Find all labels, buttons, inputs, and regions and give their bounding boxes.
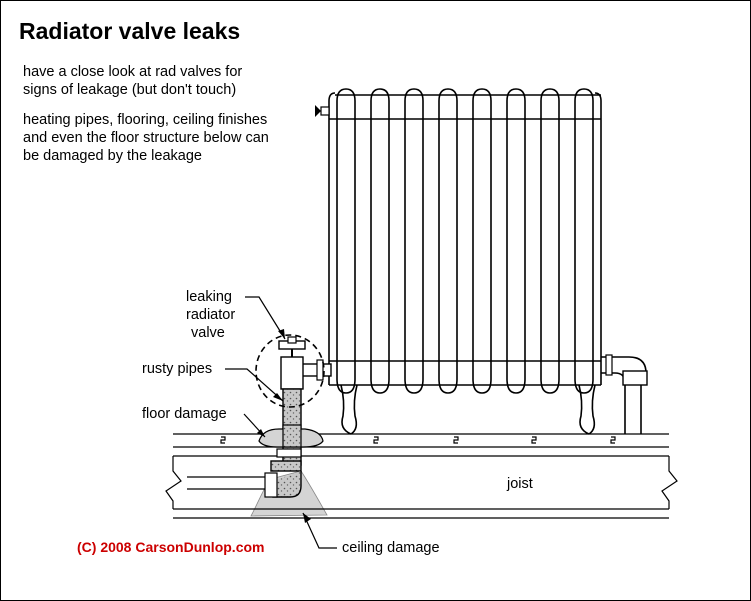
ceiling-damage-leader xyxy=(302,512,337,549)
ceiling-damage-label: ceiling damage xyxy=(342,540,440,556)
valve-highlight-circle xyxy=(255,334,325,408)
svg-text:leaking: leaking xyxy=(186,289,232,305)
diagram-title: Radiator valve leaks xyxy=(19,18,240,44)
radiator-columns xyxy=(336,88,594,394)
leaking-valve-leader xyxy=(245,296,286,340)
bleed-valve xyxy=(315,105,330,117)
radiator xyxy=(315,88,602,435)
intro-line-1: have a close look at rad valves for xyxy=(23,64,242,80)
floor-structure xyxy=(173,433,669,457)
leaking-valve-label: leaking radiator valve xyxy=(186,289,235,341)
floor-damage-label: floor damage xyxy=(142,406,227,422)
intro-line-3: heating pipes, flooring, ceiling finishe… xyxy=(23,112,267,128)
copyright-text: (C) 2008 CarsonDunlop.com xyxy=(77,539,264,555)
intro-line-5: be damaged by the leakage xyxy=(23,148,202,164)
rusty-pipes-leader xyxy=(225,368,284,402)
joist-label: joist xyxy=(506,476,533,492)
svg-text:radiator: radiator xyxy=(186,307,235,323)
intro-line-4: and even the floor structure below can xyxy=(23,130,269,146)
floor-board-joints xyxy=(220,436,616,444)
intro-line-2: signs of leakage (but don't touch) xyxy=(23,82,236,98)
rusty-pipes-label: rusty pipes xyxy=(142,361,212,377)
joist xyxy=(165,456,678,519)
return-pipe xyxy=(601,354,648,434)
svg-text:valve: valve xyxy=(191,325,225,341)
